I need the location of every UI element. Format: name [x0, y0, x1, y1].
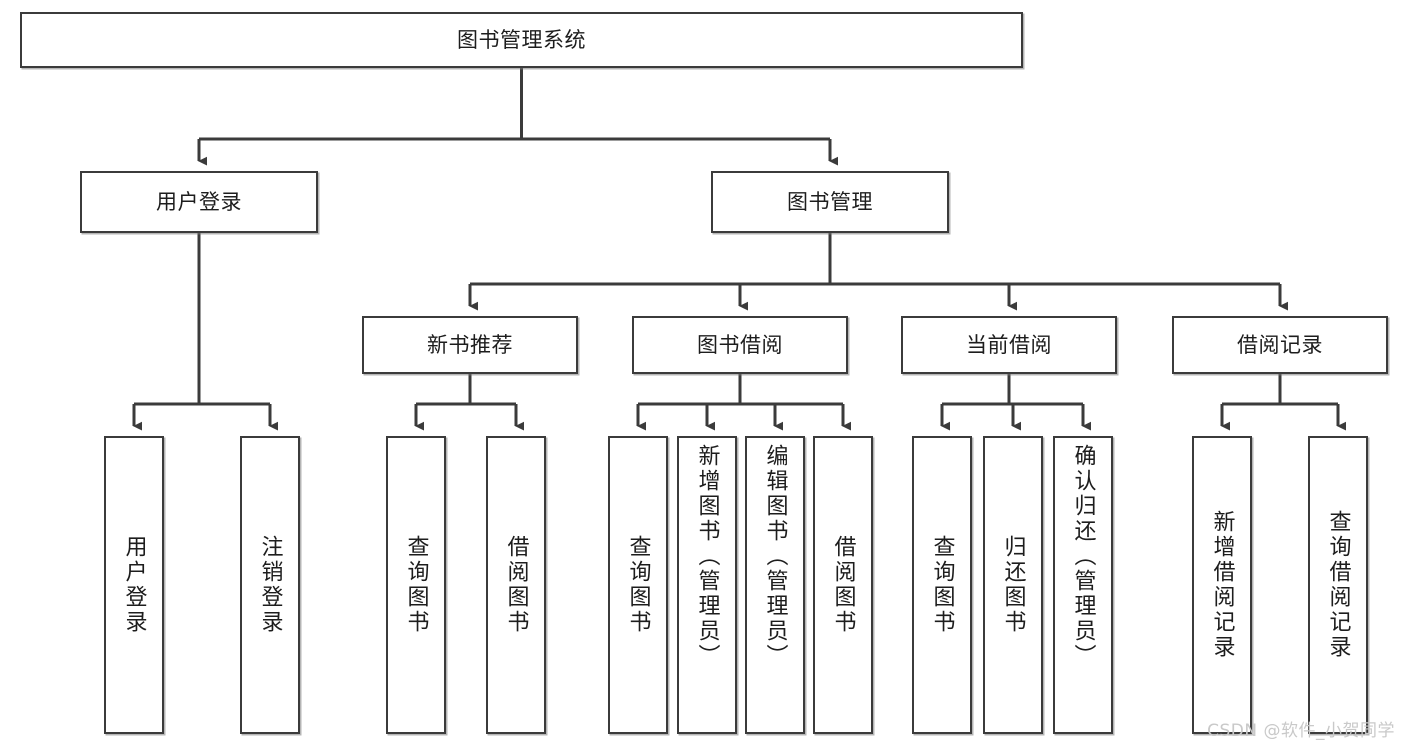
node-label: 编辑图书（管理员） [762, 444, 788, 669]
node-leaf-query-book-1[interactable]: 查询图书 [386, 436, 446, 734]
watermark: CSDN @软件_小贺同学 [1207, 721, 1395, 741]
node-label: 查询图书 [625, 535, 651, 635]
node-leaf-borrow-book-1[interactable]: 借阅图书 [486, 436, 546, 734]
node-label: 新增图书（管理员） [694, 444, 720, 669]
node-new-book-recommend[interactable]: 新书推荐 [362, 316, 578, 374]
node-current-borrow[interactable]: 当前借阅 [901, 316, 1117, 374]
node-label: 图书借阅 [697, 332, 783, 357]
node-label: 用户登录 [156, 189, 242, 214]
node-leaf-logout[interactable]: 注销登录 [240, 436, 300, 734]
node-label: 借阅图书 [503, 535, 529, 635]
node-leaf-query-book-3[interactable]: 查询图书 [912, 436, 972, 734]
node-leaf-confirm-return-admin[interactable]: 确认归还（管理员） [1053, 436, 1113, 734]
node-root[interactable]: 图书管理系统 [20, 12, 1023, 68]
node-label: 查询图书 [403, 535, 429, 635]
node-label: 用户登录 [121, 535, 147, 635]
node-label: 借阅图书 [830, 535, 856, 635]
node-leaf-borrow-book-2[interactable]: 借阅图书 [813, 436, 873, 734]
node-label: 归还图书 [1000, 535, 1026, 635]
node-label: 当前借阅 [966, 332, 1052, 357]
node-leaf-query-book-2[interactable]: 查询图书 [608, 436, 668, 734]
node-book-borrow[interactable]: 图书借阅 [632, 316, 848, 374]
node-user-login[interactable]: 用户登录 [80, 171, 318, 233]
node-label: 查询图书 [929, 535, 955, 635]
node-label: 新增借阅记录 [1209, 510, 1235, 660]
node-label: 新书推荐 [427, 332, 513, 357]
node-label: 图书管理 [787, 189, 873, 214]
node-book-management[interactable]: 图书管理 [711, 171, 949, 233]
node-borrow-records[interactable]: 借阅记录 [1172, 316, 1388, 374]
node-leaf-edit-book-admin[interactable]: 编辑图书（管理员） [745, 436, 805, 734]
node-leaf-query-borrow-record[interactable]: 查询借阅记录 [1308, 436, 1368, 734]
node-leaf-return-book[interactable]: 归还图书 [983, 436, 1043, 734]
node-leaf-add-book-admin[interactable]: 新增图书（管理员） [677, 436, 737, 734]
node-leaf-user-login[interactable]: 用户登录 [104, 436, 164, 734]
node-leaf-add-borrow-record[interactable]: 新增借阅记录 [1192, 436, 1252, 734]
node-label: 借阅记录 [1237, 332, 1323, 357]
node-label: 图书管理系统 [457, 27, 586, 52]
node-label: 注销登录 [257, 535, 283, 635]
node-label: 确认归还（管理员） [1070, 444, 1096, 669]
node-label: 查询借阅记录 [1325, 510, 1351, 660]
